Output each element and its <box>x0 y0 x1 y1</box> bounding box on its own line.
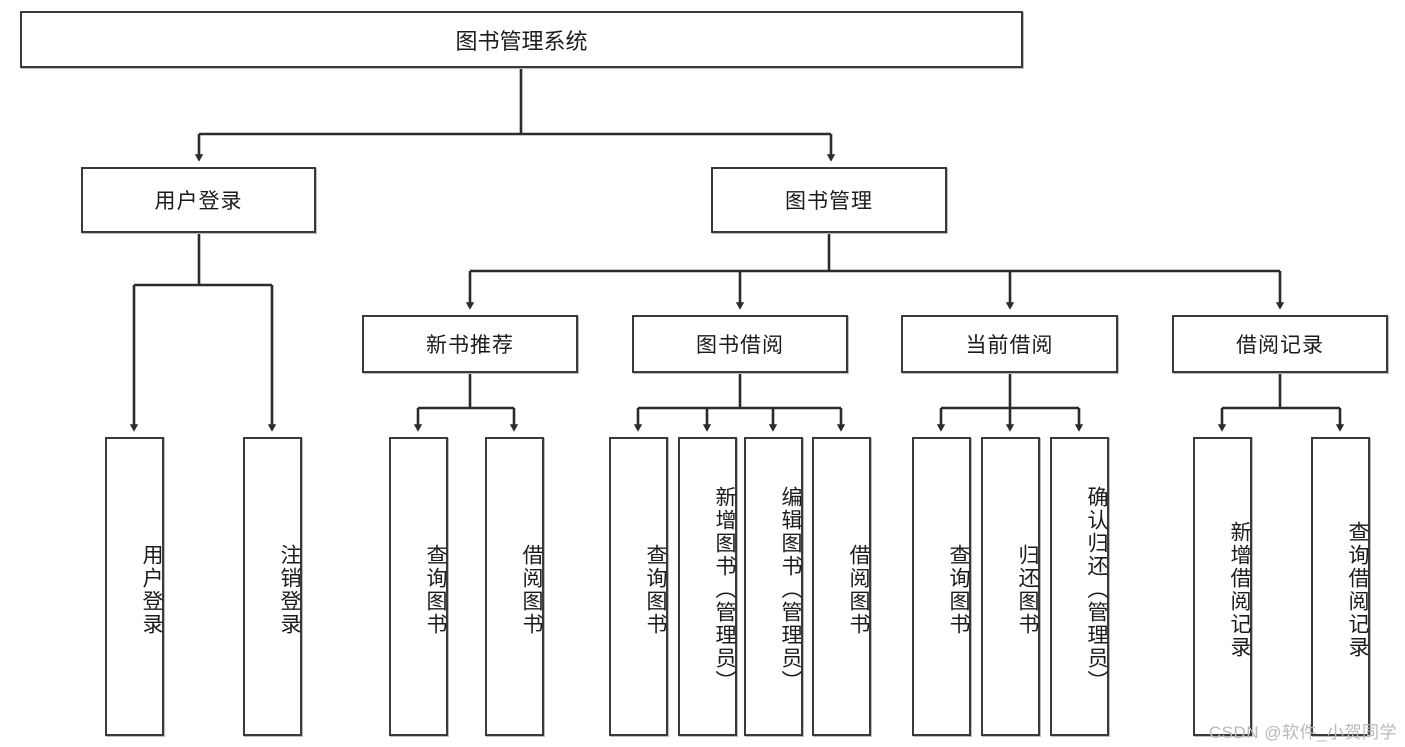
node-book-management[interactable]: 图书管理 <box>711 167 947 233</box>
leaf-query-book-recommend[interactable]: 查询图书 <box>389 437 448 736</box>
node-root-label: 图书管理系统 <box>455 28 588 54</box>
node-root[interactable]: 图书管理系统 <box>20 11 1023 68</box>
node-book-management-label: 图书管理 <box>785 190 873 213</box>
leaf-add-borrow-record[interactable]: 新增借阅记录 <box>1193 437 1252 736</box>
node-book-borrow[interactable]: 图书借阅 <box>632 315 848 373</box>
leaf-confirm-return-admin[interactable]: 确认归还（管理员） <box>1050 437 1109 736</box>
leaf-edit-book-admin[interactable]: 编辑图书（管理员） <box>744 437 803 736</box>
leaf-query-book-borrow[interactable]: 查询图书 <box>609 437 668 736</box>
node-new-book-recommend-label: 新书推荐 <box>426 334 514 357</box>
node-user-login-label: 用户登录 <box>154 190 243 213</box>
leaf-borrow-book-recommend[interactable]: 借阅图书 <box>485 437 544 736</box>
node-current-borrow[interactable]: 当前借阅 <box>901 315 1118 373</box>
node-user-login[interactable]: 用户登录 <box>81 167 316 233</box>
leaf-user-login[interactable]: 用户登录 <box>105 437 164 736</box>
leaf-query-book-current[interactable]: 查询图书 <box>912 437 971 736</box>
node-borrow-record[interactable]: 借阅记录 <box>1172 315 1388 373</box>
node-current-borrow-label: 当前借阅 <box>965 334 1054 357</box>
leaf-query-borrow-record[interactable]: 查询借阅记录 <box>1311 437 1370 736</box>
node-new-book-recommend[interactable]: 新书推荐 <box>362 315 578 373</box>
node-book-borrow-label: 图书借阅 <box>696 334 784 357</box>
leaf-return-book[interactable]: 归还图书 <box>981 437 1040 736</box>
leaf-logout[interactable]: 注销登录 <box>243 437 302 736</box>
node-borrow-record-label: 借阅记录 <box>1236 334 1324 357</box>
leaf-borrow-book[interactable]: 借阅图书 <box>812 437 871 736</box>
leaf-add-book-admin[interactable]: 新增图书（管理员） <box>678 437 737 736</box>
